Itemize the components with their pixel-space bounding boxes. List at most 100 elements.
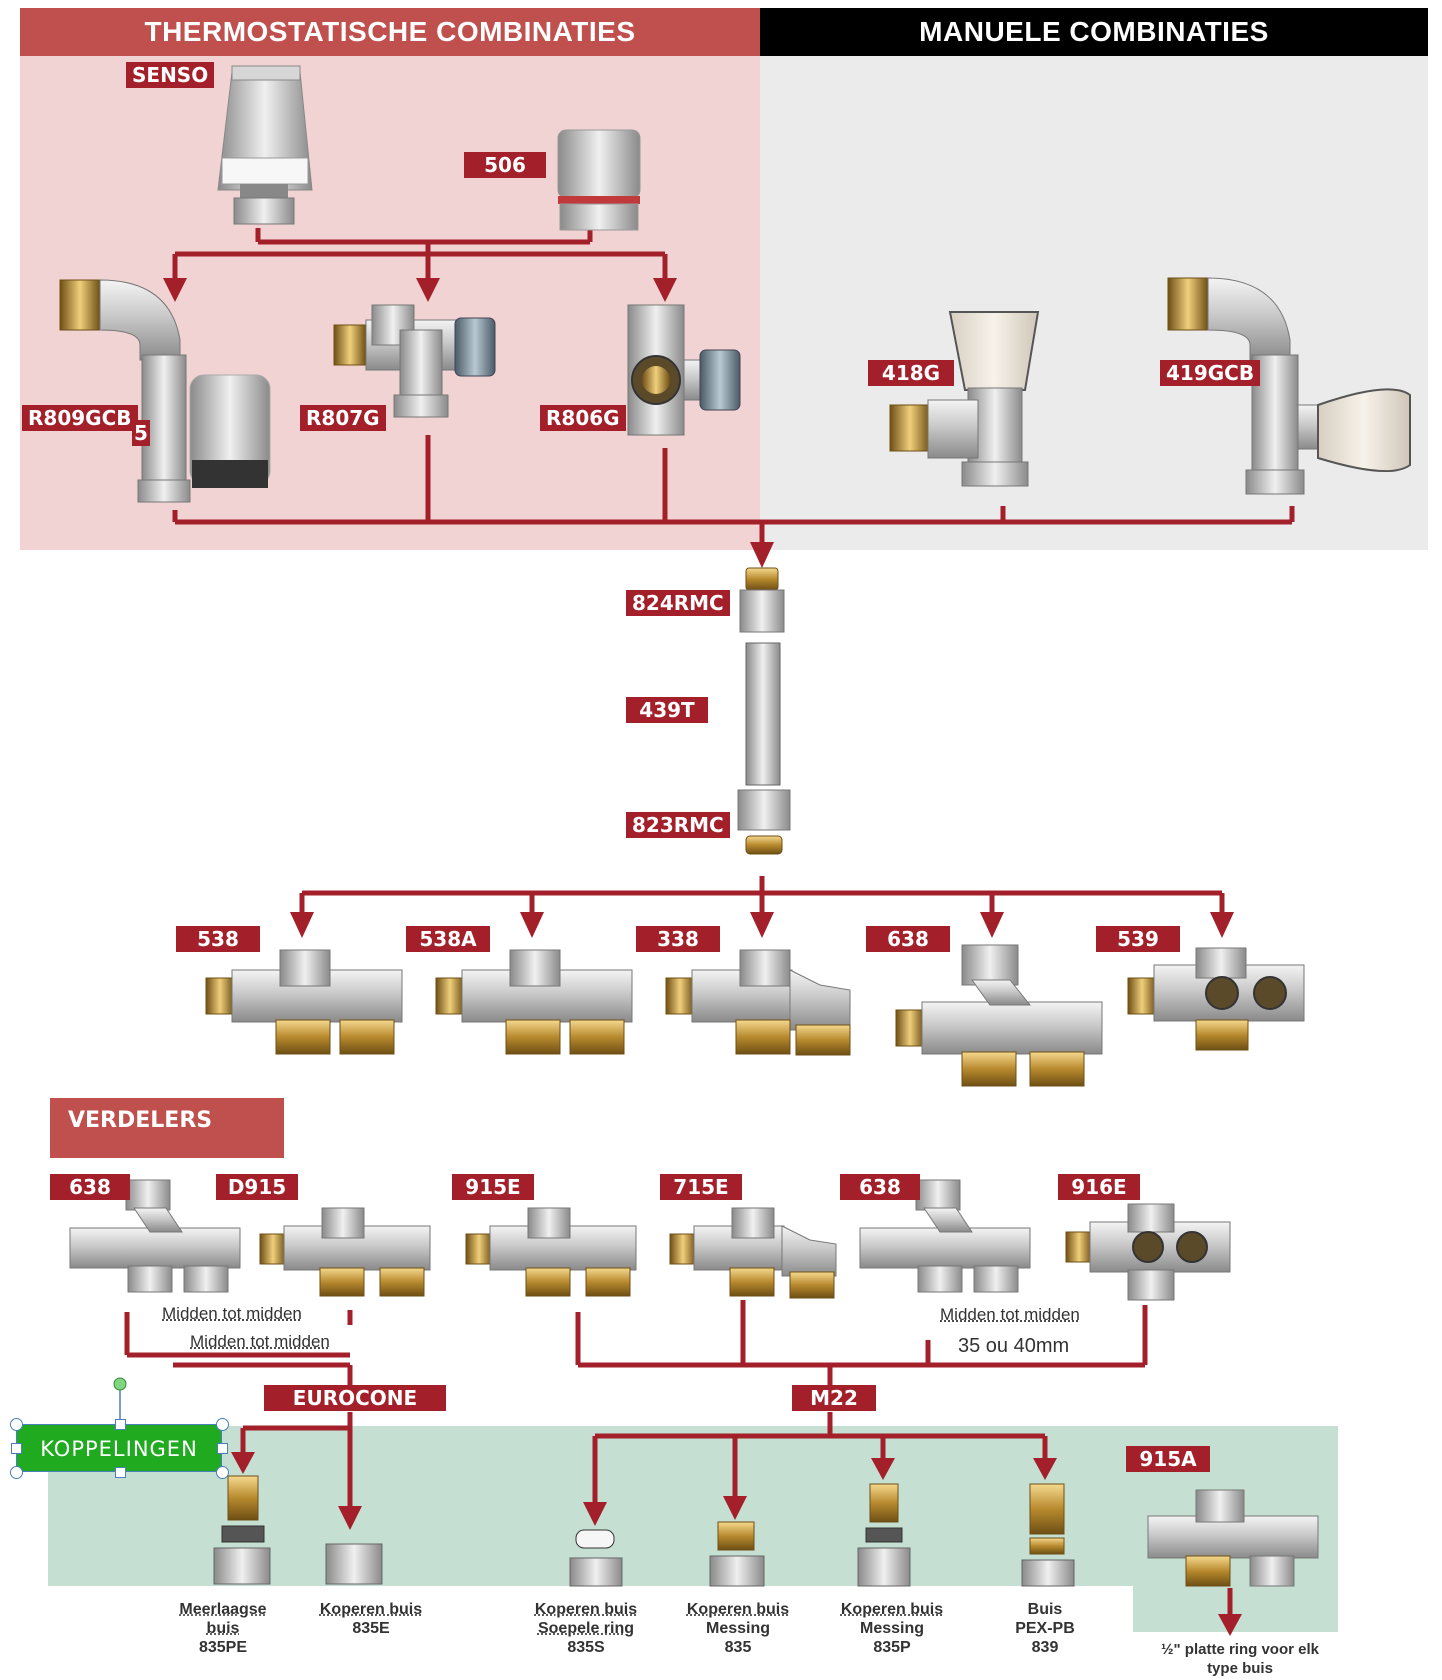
fitting-835p-line2: Messing <box>859 1620 924 1637</box>
fitting-835e-code: 835E <box>352 1620 390 1637</box>
arrowheads <box>163 278 1242 1636</box>
fitting-835s-image <box>569 1529 623 1587</box>
thermo-header: THERMOSTATISCHE COMBINATIES <box>20 8 760 56</box>
tee-538a-image <box>435 949 633 1055</box>
label-418g: 418G <box>868 360 954 386</box>
fitting-839-line2: PEX-PB <box>1015 1620 1075 1637</box>
label-r809gcb-suffix: 5 <box>132 420 150 446</box>
midden-text-1: Midden tot midden <box>162 1304 302 1323</box>
label-verdeler-638: 638 <box>50 1174 130 1200</box>
selection-handle-mt[interactable] <box>115 1419 126 1430</box>
selection-handle-mr[interactable] <box>217 1443 228 1454</box>
label-439t: 439T <box>626 697 708 723</box>
rotation-handle <box>113 1377 127 1391</box>
selection-handle-mb[interactable] <box>115 1467 126 1478</box>
note-915a-line1: ½" platte ring voor elk <box>1161 1641 1319 1658</box>
label-r807g: R807G <box>300 405 386 431</box>
label-verdeler-d915: D915 <box>216 1174 298 1200</box>
fitting-835e-image <box>325 1543 383 1585</box>
tee-valves-row <box>205 944 1305 1087</box>
label-tee-538: 538 <box>176 926 260 952</box>
verdelers-row <box>69 1179 1231 1301</box>
verdeler-638b-image <box>859 1179 1031 1293</box>
fitting-caption-839: Buis PEX-PB 839 <box>990 1600 1100 1657</box>
label-506: 506 <box>464 152 546 178</box>
label-eurocone: EUROCONE <box>264 1385 446 1411</box>
verdeler-715e-image <box>669 1207 837 1299</box>
tee-915a-image <box>1147 1489 1319 1587</box>
label-r809gcb: R809GCB <box>22 405 138 431</box>
tee-538-image <box>205 949 403 1055</box>
midden-text-3: Midden tot midden <box>940 1305 1080 1324</box>
label-tee-539: 539 <box>1096 926 1180 952</box>
fitting-835-code: 835 <box>724 1639 752 1656</box>
fitting-839-code: 839 <box>1031 1639 1059 1656</box>
label-824rmc: 824RMC <box>626 590 730 616</box>
note-915a: ½" platte ring voor elk type buis <box>1130 1640 1350 1678</box>
fitting-835pe-line1: Meerlaagse <box>179 1601 267 1618</box>
label-verdeler-638b: 638 <box>840 1174 920 1200</box>
fitting-839-line1: Buis <box>1027 1601 1063 1618</box>
fitting-835s-code: 835S <box>567 1639 605 1656</box>
fitting-835s-line2: Soepele ring <box>537 1620 635 1637</box>
fitting-835s-line1: Koperen buis <box>534 1601 638 1618</box>
fitting-823rmc-image <box>737 789 791 855</box>
fitting-835e-line1: Koperen buis <box>319 1601 423 1618</box>
label-tee-338: 338 <box>636 926 720 952</box>
tube-439t-image <box>745 642 781 786</box>
fitting-835pe-code: 835PE <box>198 1639 248 1656</box>
manual-panel <box>760 8 1428 550</box>
label-915a: 915A <box>1126 1446 1210 1472</box>
verdeler-915e-image <box>465 1207 637 1297</box>
fitting-caption-835s: Koperen buis Soepele ring 835S <box>516 1600 656 1657</box>
fitting-caption-835: Koperen buis Messing 835 <box>670 1600 806 1657</box>
selection-handle-bl[interactable] <box>10 1466 23 1479</box>
label-verdeler-916e: 916E <box>1058 1174 1140 1200</box>
fitting-824rmc-image <box>739 567 785 633</box>
manual-header: MANUELE COMBINATIES <box>760 8 1428 56</box>
label-823rmc: 823RMC <box>626 812 730 838</box>
verdeler-638-image <box>69 1179 241 1293</box>
fitting-835pe-image <box>213 1475 271 1585</box>
fitting-caption-835p: Koperen buis Messing 835P <box>824 1600 960 1657</box>
fitting-835p-code: 835P <box>873 1639 911 1656</box>
label-senso: SENSO <box>126 62 215 88</box>
senso-head-image <box>217 65 313 225</box>
note-915a-line2: type buis <box>1207 1660 1273 1677</box>
label-tee-538a: 538A <box>406 926 490 952</box>
label-419gcb: 419GCB <box>1160 360 1261 386</box>
verdeler-d915-image <box>259 1207 431 1297</box>
label-r806g: R806G <box>540 405 626 431</box>
label-verdeler-715e: 715E <box>660 1174 742 1200</box>
fitting-835p-image <box>857 1483 911 1587</box>
valve-419gcb-image <box>1167 277 1411 495</box>
selection-handle-br[interactable] <box>216 1466 229 1479</box>
label-m22: M22 <box>792 1385 876 1411</box>
fitting-835pe-line2: buis <box>206 1620 240 1637</box>
verdelers-title: VERDELERS <box>50 1098 284 1158</box>
actuator-506-image <box>557 129 641 231</box>
label-tee-638: 638 <box>866 926 950 952</box>
koppelingen-button[interactable]: KOPPELINGEN <box>16 1424 222 1472</box>
valve-r807g-image <box>333 304 496 418</box>
valve-r809gcb-image <box>59 279 271 503</box>
selection-handle-ml[interactable] <box>11 1443 22 1454</box>
tee-338-image <box>665 949 851 1056</box>
tee-638-image <box>895 944 1103 1087</box>
fitting-839-image <box>1021 1483 1075 1587</box>
valve-418g-image <box>889 311 1040 487</box>
fittings-row <box>213 1475 1319 1587</box>
fitting-caption-835pe: Meerlaagse buis 835PE <box>160 1600 286 1657</box>
label-verdeler-915e: 915E <box>452 1174 534 1200</box>
tee-539-image <box>1127 947 1305 1051</box>
fitting-835-image <box>709 1521 765 1587</box>
afstand-text: 35 ou 40mm <box>958 1335 1070 1357</box>
valve-r806g-image <box>627 304 741 436</box>
midden-text-2: Midden tot midden <box>190 1332 330 1351</box>
verdeler-916e-image <box>1065 1203 1231 1301</box>
fittings-white-gap <box>160 1586 1133 1680</box>
selection-handle-tr[interactable] <box>216 1418 229 1431</box>
fitting-835p-line1: Koperen buis <box>840 1601 944 1618</box>
selection-handle-tl[interactable] <box>10 1418 23 1431</box>
